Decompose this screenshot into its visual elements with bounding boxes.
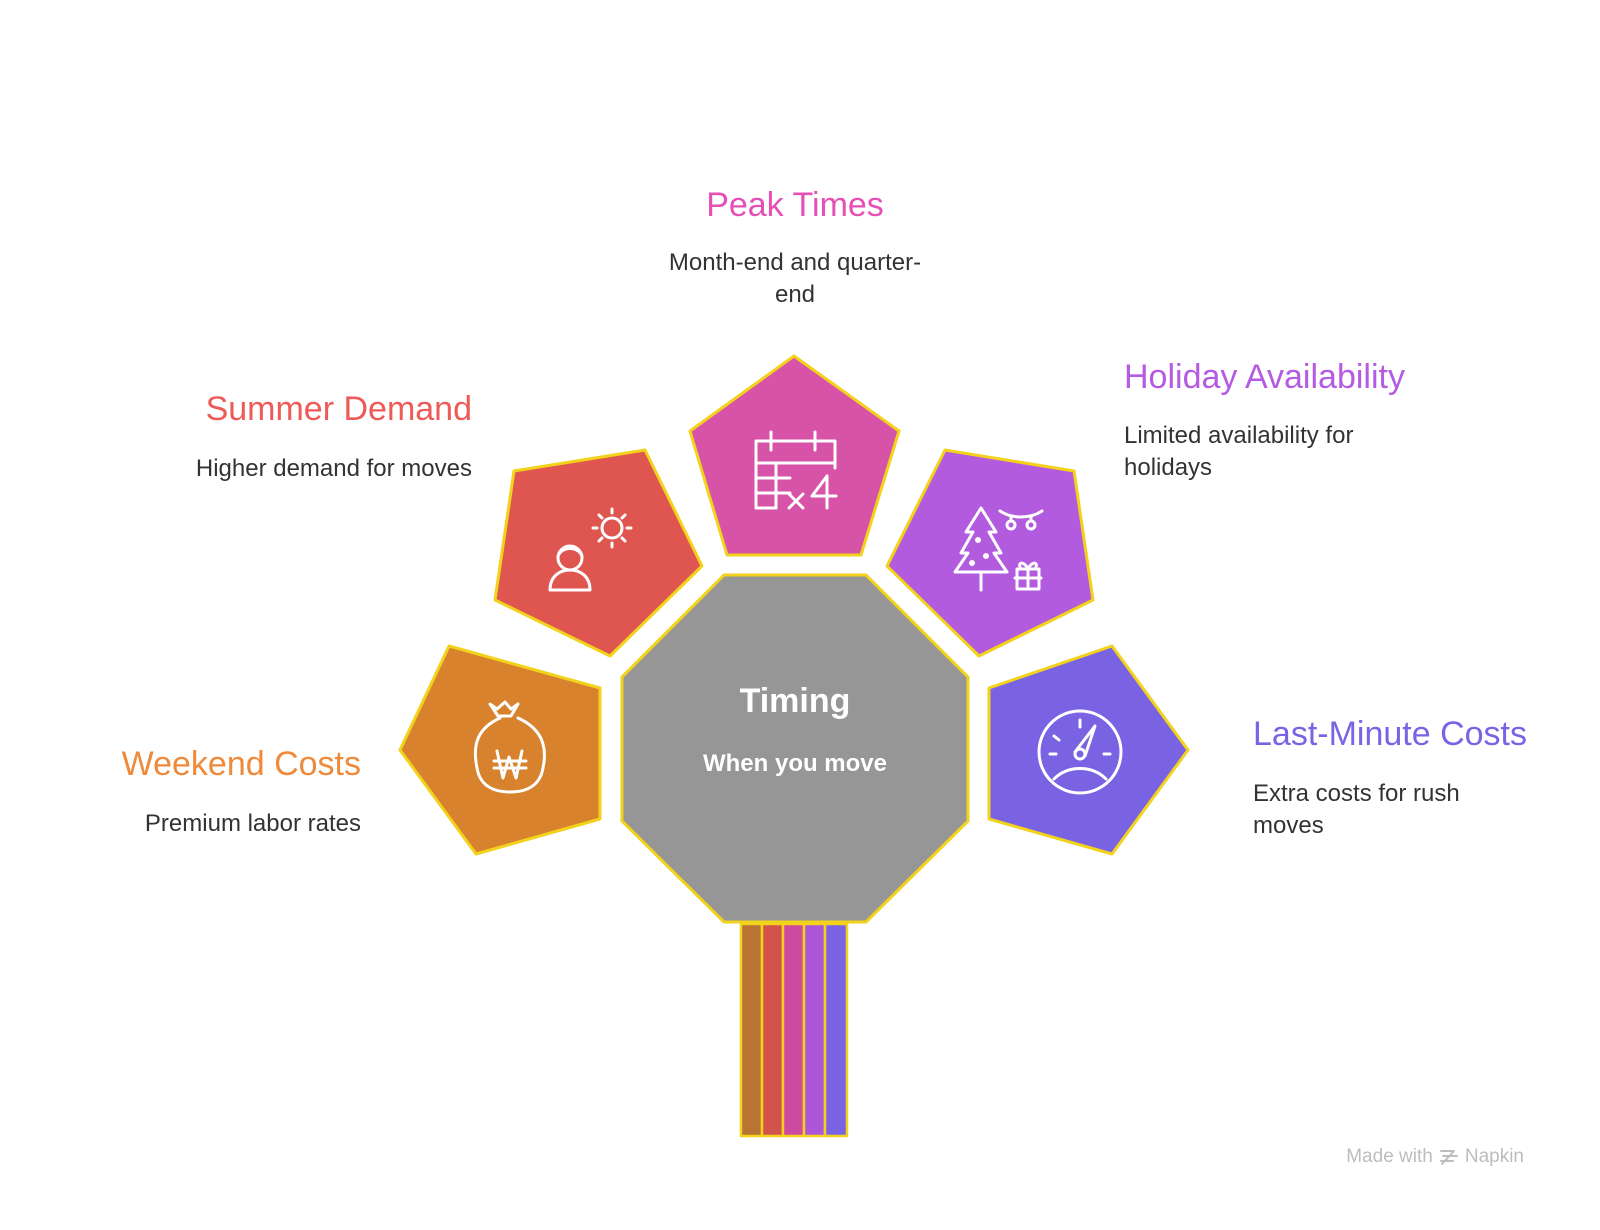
center-subtitle: When you move <box>702 750 888 777</box>
stem-stripe <box>823 922 849 1138</box>
summer-demand-description: Higher demand for moves <box>195 455 472 482</box>
holiday-availability-pentagon[interactable] <box>885 448 1095 658</box>
summer-demand-pentagon[interactable] <box>493 448 704 658</box>
last-minute-costs-title: Last-Minute Costs <box>1253 715 1527 753</box>
made-with-napkin-footer[interactable]: Made with Napkin <box>1346 1146 1524 1168</box>
speedometer-icon <box>1037 709 1123 795</box>
last-minute-costs-description: Extra costs for rush moves <box>1253 780 1460 839</box>
holiday-availability-title: Holiday Availability <box>1124 358 1405 396</box>
napkin-brand-text: Napkin <box>1464 1146 1524 1167</box>
summer-demand-title: Summer Demand <box>205 390 472 428</box>
peak-times-description: Month-end and quarter-end <box>668 249 922 308</box>
money-bag-won-icon <box>473 700 546 794</box>
stem-stripe <box>802 922 827 1138</box>
stem <box>739 922 849 1138</box>
weekend-costs-pentagon[interactable] <box>398 644 602 856</box>
center-octagon[interactable] <box>620 573 970 924</box>
stem-stripe <box>781 922 806 1138</box>
stem-stripe <box>739 922 764 1138</box>
peak-times-pentagon[interactable] <box>688 354 901 557</box>
holiday-availability-description: Limited availability for holidays <box>1124 422 1354 481</box>
stem-stripe <box>760 922 785 1138</box>
made-with-text: Made with <box>1346 1146 1433 1167</box>
person-sun-icon <box>548 507 633 592</box>
peak-times-title: Peak Times <box>706 186 884 224</box>
weekend-costs-description: Premium labor rates <box>144 810 361 837</box>
weekend-costs-title: Weekend Costs <box>121 745 361 783</box>
center-title: Timing <box>739 682 851 720</box>
napkin-logo-icon <box>1439 1150 1458 1165</box>
christmas-tree-gift-icon <box>953 506 1044 592</box>
calendar-x4-icon <box>754 430 838 510</box>
